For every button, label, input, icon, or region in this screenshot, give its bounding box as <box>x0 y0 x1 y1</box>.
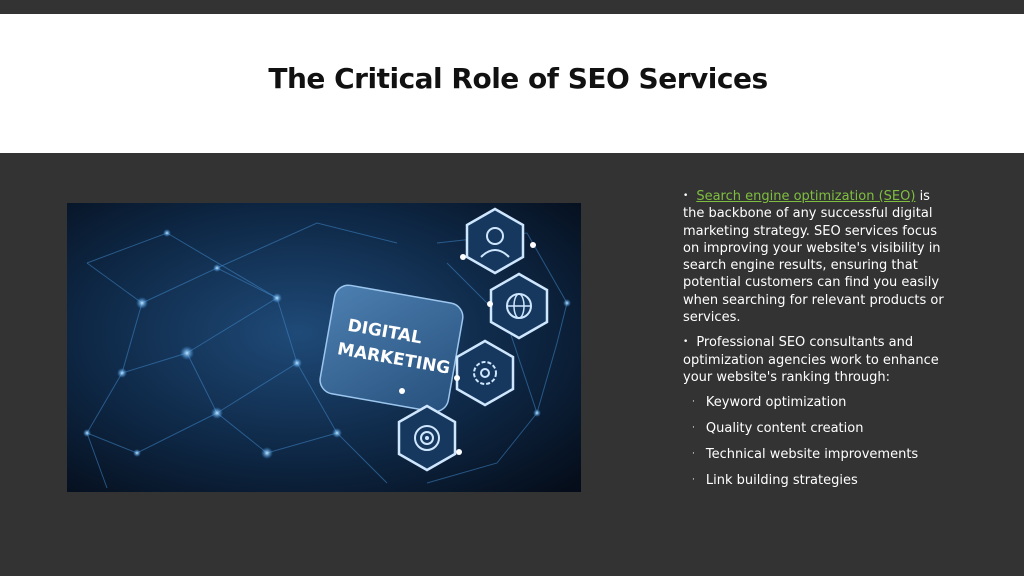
target-icon <box>397 404 457 472</box>
sub-bullet-icon: · <box>692 448 695 459</box>
list-item-text: Technical website improvements <box>705 446 919 462</box>
connector-dots <box>399 242 536 455</box>
user-icon <box>465 207 525 275</box>
network-nodes <box>83 229 571 459</box>
seo-methods-list: · Keyword optimization · Quality content c… <box>683 394 951 489</box>
seo-link[interactable]: Search engine optimization (SEO) <box>696 189 916 204</box>
list-item: · Technical website improvements <box>692 446 951 463</box>
gear-icon <box>455 339 515 407</box>
sub-bullet-icon: · <box>692 423 695 434</box>
slide-title: The Critical Role of SEO Services <box>268 62 768 95</box>
list-item: · Link building strategies <box>692 472 951 489</box>
sub-bullet-icon: · <box>692 397 695 408</box>
globe-network-icon <box>489 272 549 340</box>
list-item-text: Keyword optimization <box>705 395 847 411</box>
bullet-icon: • <box>683 191 689 201</box>
professional-seo-text: Professional SEO consultants and optimiz… <box>683 335 939 385</box>
list-item: · Quality content creation <box>692 420 951 437</box>
top-strip <box>0 0 1024 14</box>
bullet-seo-definition: • Search engine optimization (SEO) is the… <box>683 188 951 326</box>
title-band <box>0 14 1024 153</box>
content-column: • Search engine optimization (SEO) is the… <box>683 188 951 497</box>
digital-marketing-panel: DIGITAL MARKETING <box>319 284 464 413</box>
bullet-icon: • <box>683 337 689 348</box>
sub-bullet-icon: · <box>692 474 695 485</box>
list-item-text: Link building strategies <box>705 472 858 488</box>
hex-icons <box>397 207 549 472</box>
bullet-professional-seo: •Professional SEO consultants and optimi… <box>683 334 951 386</box>
list-item: · Keyword optimization <box>692 394 951 411</box>
list-item-text: Quality content creation <box>705 421 864 437</box>
seo-definition-text: is the backbone of any successful digita… <box>683 189 944 326</box>
digital-marketing-image: DIGITAL MARKETING <box>67 203 581 492</box>
digital-marketing-illustration: DIGITAL MARKETING <box>67 203 581 492</box>
